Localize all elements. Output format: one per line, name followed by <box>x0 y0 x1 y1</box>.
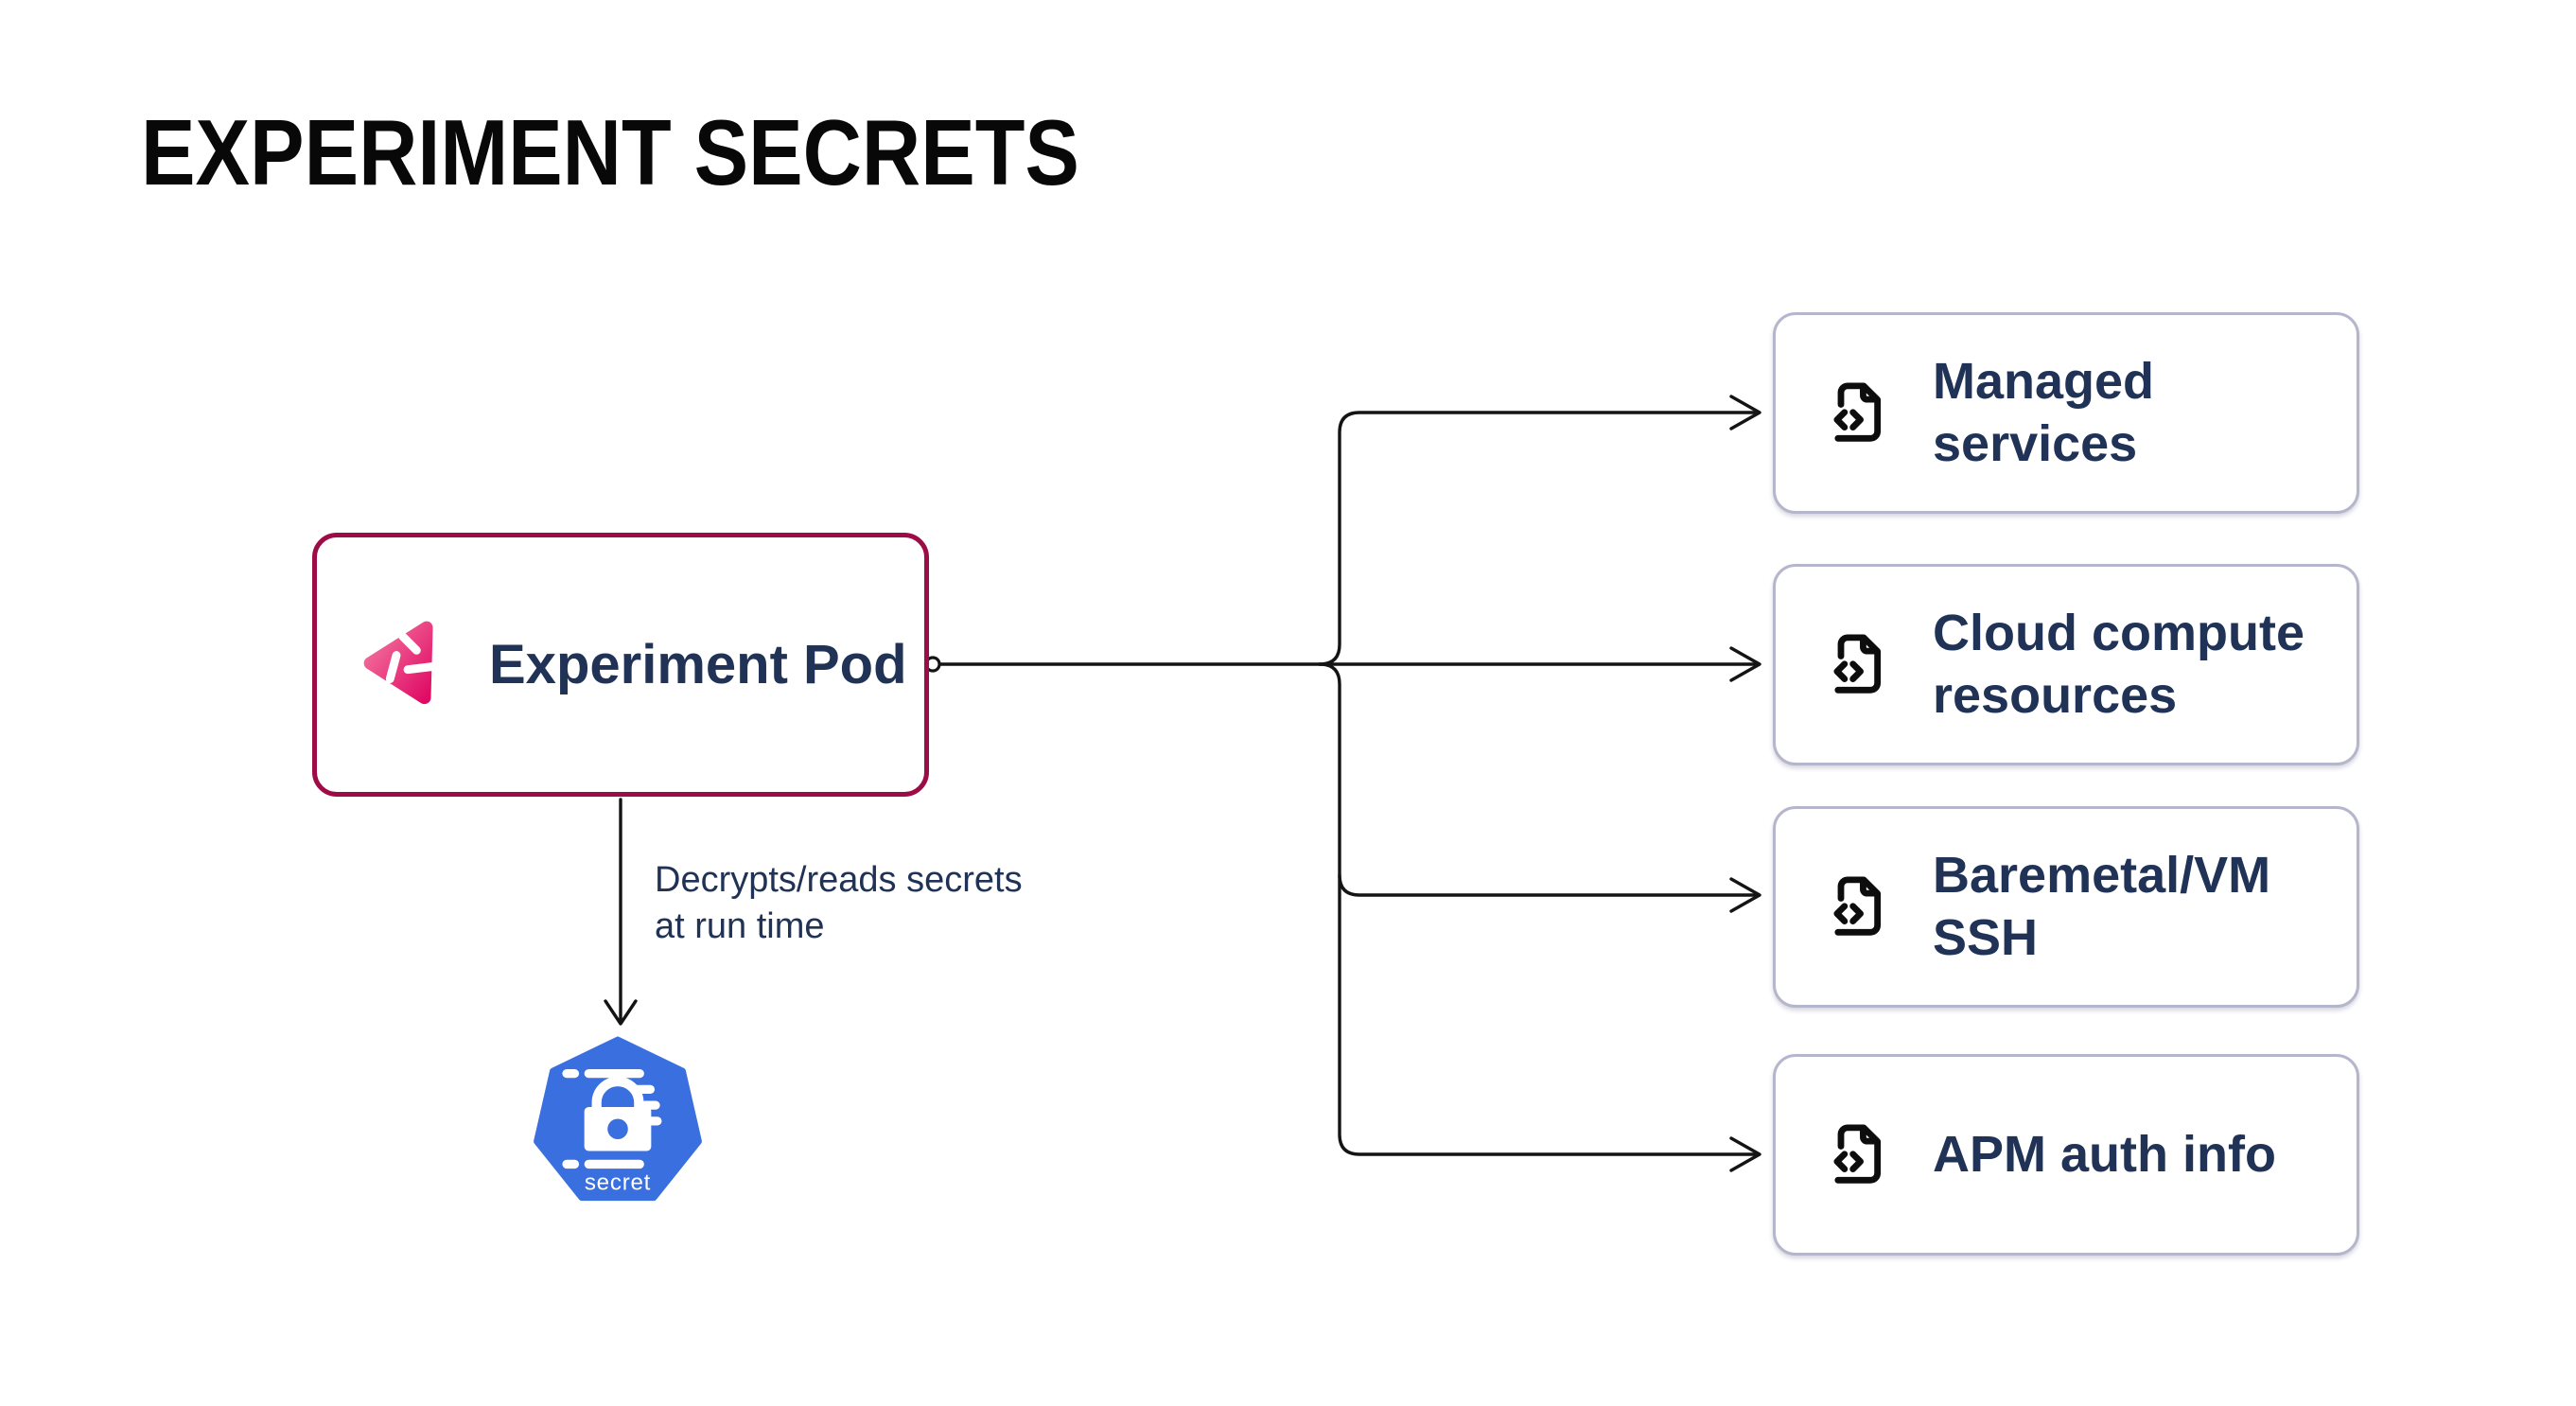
target-node-baremetal-ssh: Baremetal/VM SSH <box>1773 806 2359 1008</box>
target-node-cloud-compute: Cloud compute resources <box>1773 564 2359 765</box>
lock-keyhole <box>607 1118 628 1140</box>
experiment-logo-icon <box>363 621 437 704</box>
arrowhead-managed-services <box>1729 395 1761 431</box>
file-code-icon <box>1833 633 1882 694</box>
target-label: Baremetal/VM SSH <box>1933 846 2271 966</box>
arrowhead-apm <box>1729 1136 1761 1172</box>
file-code-icon <box>1833 381 1882 442</box>
target-label: Managed services <box>1933 352 2155 472</box>
arrowhead-baremetal <box>1729 877 1761 913</box>
target-node-apm-auth: APM auth info <box>1773 1054 2359 1256</box>
target-node-managed-services: Managed services <box>1773 312 2359 514</box>
arrowhead-secret <box>604 999 638 1026</box>
arrowhead-cloud-compute <box>1729 646 1761 682</box>
lock-shackle <box>591 1076 644 1109</box>
pod-label: Experiment Pod <box>489 634 907 695</box>
connector-pod-to-baremetal <box>1338 873 1758 897</box>
page-title: EXPERIMENT SECRETS <box>141 100 1079 204</box>
file-code-icon <box>1833 1123 1882 1184</box>
kubernetes-secret-icon: secret <box>534 1036 702 1202</box>
target-label: APM auth info <box>1933 1125 2276 1183</box>
connector-pod-to-managed-services <box>1318 411 1758 666</box>
target-label: Cloud compute resources <box>1933 604 2304 724</box>
file-code-icon <box>1833 875 1882 936</box>
logo-slashes <box>385 631 437 683</box>
experiment-pod-node: Experiment Pod <box>312 533 929 797</box>
decrypt-annotation: Decrypts/reads secrets at run time <box>655 860 1023 947</box>
connector-pod-to-apm <box>1318 662 1758 1156</box>
k8s-secret-node: secret <box>530 1031 706 1207</box>
secret-label: secret <box>585 1169 651 1195</box>
